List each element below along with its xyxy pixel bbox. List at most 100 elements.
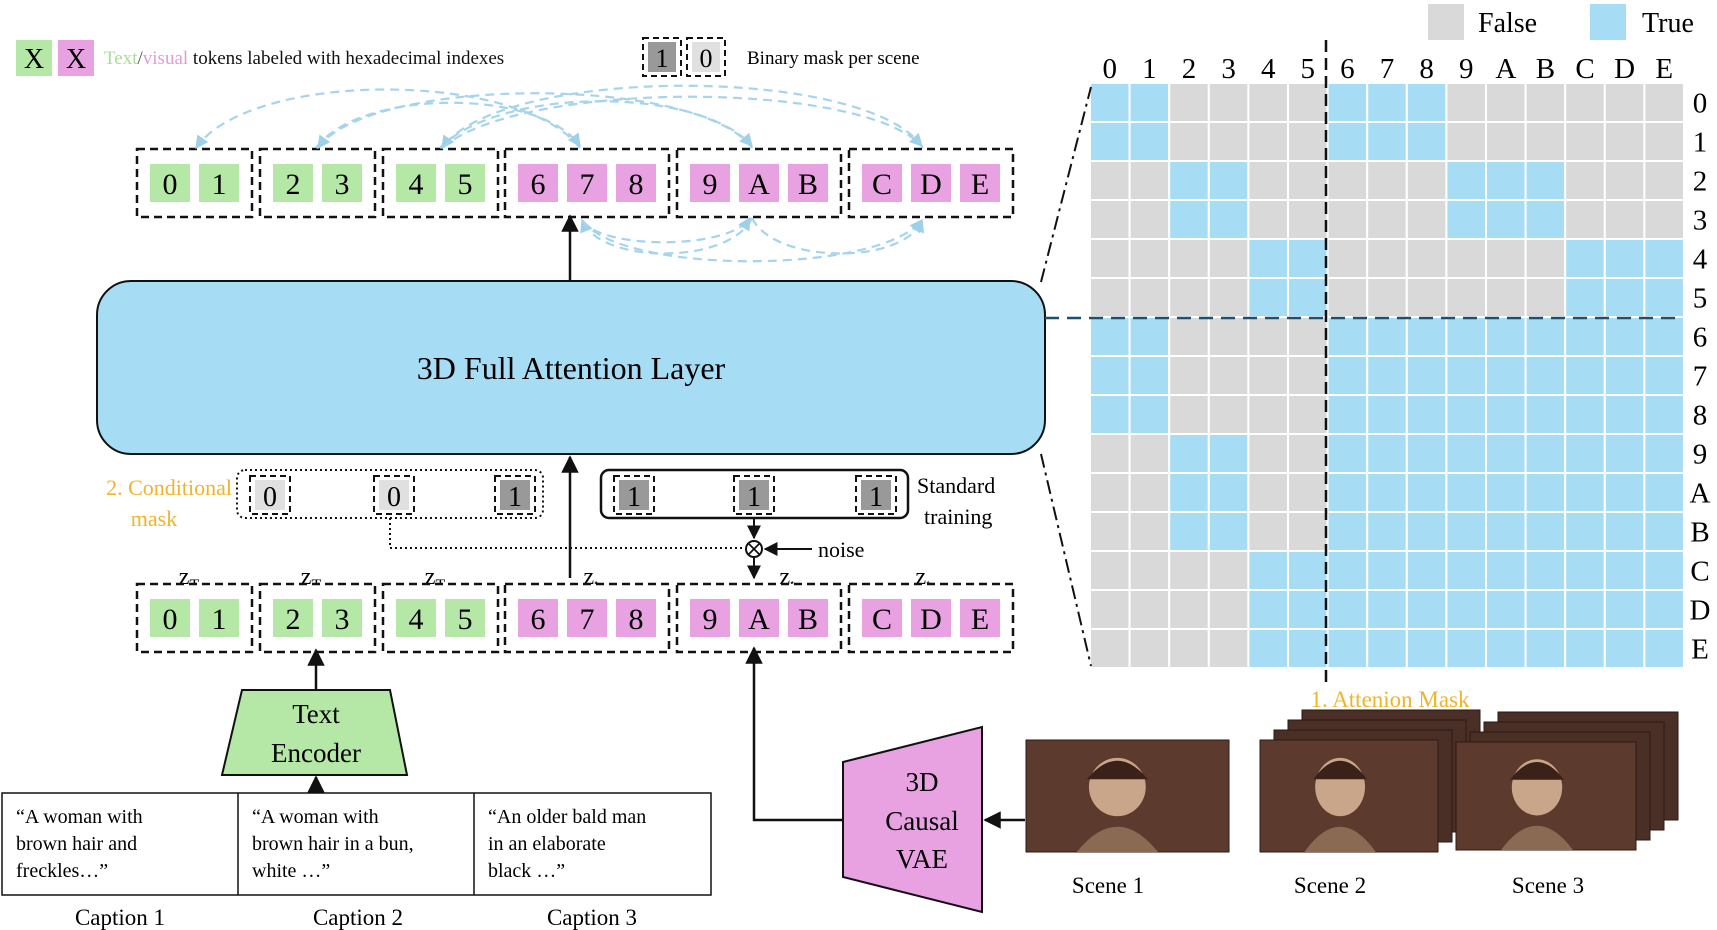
legend-mask-one: 1: [656, 44, 669, 73]
mask-cell-1-E: [1643, 121, 1686, 162]
mask-cell-9-E: [1643, 433, 1686, 474]
mask-cell-0-A: [1485, 82, 1527, 123]
scene-3-image: [1455, 711, 1679, 851]
input-token-4: [396, 599, 436, 637]
mask-cell-B-9: [1445, 511, 1488, 552]
mask-cell-D-A: [1485, 589, 1527, 630]
input-token-3: [322, 599, 362, 637]
mask-cell-A-1: [1128, 472, 1171, 513]
vae-block: [842, 725, 983, 914]
mask-cell-9-1: [1128, 433, 1171, 474]
svg-text:1: 1: [869, 482, 883, 513]
mask-cell-5-B: [1524, 277, 1567, 318]
mask-cell-0-C: [1564, 82, 1606, 123]
mask-cell-9-D: [1603, 433, 1646, 474]
mask-cell-E-E: [1643, 628, 1686, 669]
mask-cell-7-5: [1287, 355, 1329, 396]
mask-cell-5-5: [1287, 277, 1329, 318]
output-token-4: [396, 164, 436, 202]
mask-cell-3-A: [1485, 199, 1527, 240]
mask-cell-7-3: [1207, 355, 1250, 396]
conditional-mask-bit-2: 0: [373, 475, 415, 515]
scene-2-label: Scene 2: [1294, 873, 1366, 898]
mask-cell-1-5: [1287, 121, 1329, 162]
input-token-B: [788, 599, 828, 637]
mask-cell-E-B: [1524, 628, 1567, 669]
mask-col-label: A: [1495, 53, 1516, 85]
input-token-7: [567, 599, 607, 637]
output-token-label: B: [798, 168, 818, 201]
standard-training-bit-2: 1: [733, 475, 775, 515]
mask-cell-7-E: [1643, 355, 1686, 396]
mask-cell-A-2: [1168, 472, 1210, 513]
mask-cell-2-4: [1247, 160, 1290, 201]
mask-cell-B-E: [1643, 511, 1686, 552]
mask-row-label: 0: [1693, 88, 1708, 120]
mask-row-label: 1: [1693, 127, 1708, 159]
mask-cell-5-9: [1445, 277, 1488, 318]
mask-row-label: 6: [1693, 322, 1708, 354]
conditional-mask-label-line2: mask: [131, 506, 177, 531]
legend-token-types: X X Text/visual tokens labeled with hexa…: [16, 40, 504, 76]
legend-false-label: False: [1478, 8, 1537, 39]
mask-cell-8-D: [1603, 394, 1646, 435]
mask-cell-9-9: [1445, 433, 1488, 474]
mask-cell-E-8: [1405, 628, 1448, 669]
mask-cell-1-9: [1445, 121, 1488, 162]
mask-cell-E-D: [1603, 628, 1646, 669]
mask-cell-3-6: [1326, 199, 1369, 240]
input-token-E: [960, 599, 1000, 637]
mask-cell-1-8: [1405, 121, 1448, 162]
mask-cell-2-5: [1287, 160, 1329, 201]
mask-cell-6-8: [1405, 316, 1448, 357]
mask-cell-8-9: [1445, 394, 1488, 435]
input-token-1: [199, 599, 239, 637]
mask-cell-5-1: [1128, 277, 1171, 318]
output-token-label: 7: [580, 168, 595, 201]
mask-cell-2-9: [1445, 160, 1488, 201]
output-token-9: [690, 164, 730, 202]
input-token-label: A: [748, 603, 770, 636]
output-token-0: [150, 164, 190, 202]
mask-cell-0-E: [1643, 82, 1686, 123]
text-encoder-line2: Encoder: [271, 738, 361, 768]
mask-cell-4-4: [1247, 238, 1290, 279]
mask-cell-6-6: [1326, 316, 1369, 357]
mask-cell-3-C: [1564, 199, 1606, 240]
mask-cell-9-6: [1326, 433, 1369, 474]
output-token-8: [616, 164, 656, 202]
mask-cell-E-0: [1089, 628, 1131, 669]
mask-cell-1-A: [1485, 121, 1527, 162]
mask-cell-D-1: [1128, 589, 1171, 630]
scene-3-label: Scene 3: [1512, 873, 1584, 898]
mask-cell-0-2: [1168, 82, 1210, 123]
mask-cell-1-C: [1564, 121, 1606, 162]
mask-cell-B-3: [1207, 511, 1250, 552]
mask-cell-C-D: [1603, 550, 1646, 591]
output-token-label: 1: [212, 168, 227, 201]
mask-cell-7-B: [1524, 355, 1567, 396]
mask-cell-B-D: [1603, 511, 1646, 552]
mask-cell-7-D: [1603, 355, 1646, 396]
input-token-label: E: [971, 603, 989, 636]
mask-cell-5-3: [1207, 277, 1250, 318]
mask-cell-C-A: [1485, 550, 1527, 591]
mask-cell-D-7: [1366, 589, 1408, 630]
mask-cell-0-0: [1089, 82, 1131, 123]
legend-true-swatch: [1590, 4, 1626, 40]
mask-cell-8-1: [1128, 394, 1171, 435]
mask-cell-D-D: [1603, 589, 1646, 630]
input-token-9: [690, 599, 730, 637]
mask-cell-5-0: [1089, 277, 1131, 318]
mask-cell-E-5: [1287, 628, 1329, 669]
mask-cell-A-D: [1603, 472, 1646, 513]
mask-cell-8-E: [1643, 394, 1686, 435]
text-encoder-line1: Text: [292, 699, 340, 729]
mask-cell-3-5: [1287, 199, 1329, 240]
zoom-lines: [1040, 86, 1092, 667]
